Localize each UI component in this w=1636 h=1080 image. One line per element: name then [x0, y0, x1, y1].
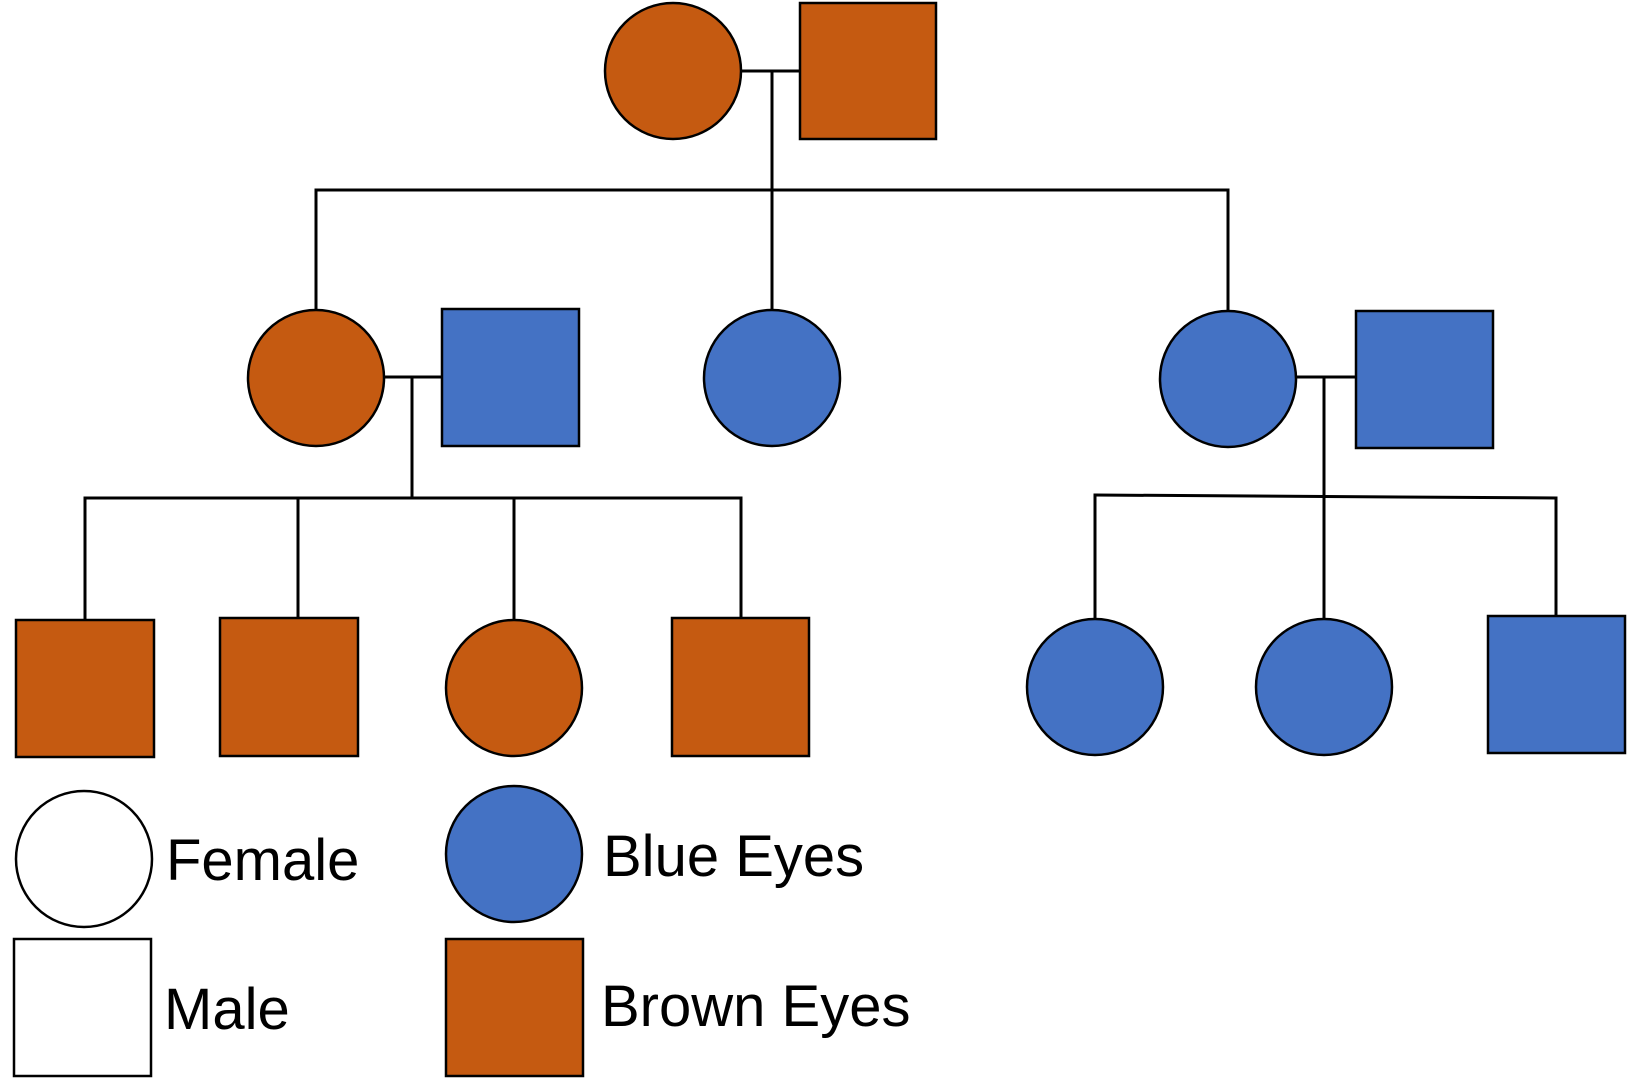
- legend-brown-eyes-label: Brown Eyes: [601, 974, 910, 1039]
- male-brown-eyes-symbol: [218, 616, 360, 758]
- legend: Female Male Blue Eyes Brown Eyes: [12, 784, 910, 1078]
- female-brown-eyes-symbol: [444, 618, 584, 758]
- female-brown-eyes-symbol: [246, 308, 386, 448]
- male-brown-eyes-symbol: [798, 1, 938, 141]
- male-brown-eyes-symbol: [14, 618, 156, 759]
- male-brown-eyes-symbol: [670, 616, 811, 758]
- male-blue-eyes-symbol: [1486, 614, 1627, 755]
- female-blue-eyes-symbol: [1025, 617, 1165, 757]
- generation-2: [246, 307, 1495, 450]
- legend-blue-eyes-symbol: [444, 784, 584, 924]
- legend-male-symbol: [12, 937, 153, 1078]
- legend-brown-eyes-symbol: [444, 937, 585, 1078]
- female-blue-eyes-symbol: [702, 308, 842, 448]
- female-blue-eyes-symbol: [1158, 309, 1298, 449]
- male-blue-eyes-symbol: [1354, 309, 1495, 450]
- female-blue-eyes-symbol: [1254, 617, 1394, 757]
- legend-male-label: Male: [164, 977, 290, 1042]
- sibship-line-gen3-right: [1093, 493, 1558, 500]
- legend-female-symbol: [14, 789, 154, 929]
- legend-female-label: Female: [166, 828, 359, 893]
- female-brown-eyes-symbol: [603, 1, 743, 141]
- generation-1: [603, 1, 938, 141]
- legend-blue-eyes-label: Blue Eyes: [603, 824, 864, 889]
- male-blue-eyes-symbol: [440, 307, 581, 448]
- connector-lines: [83, 69, 1558, 622]
- generation-3: [14, 614, 1627, 759]
